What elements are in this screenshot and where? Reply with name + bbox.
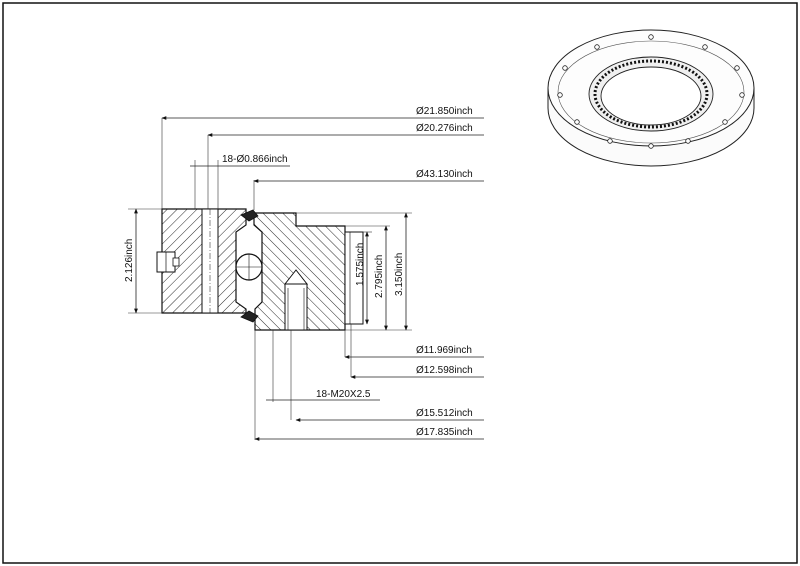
- gear-teeth: [593, 59, 709, 129]
- cross-section: [156, 208, 364, 331]
- dim-h-inner-2: 2.795inch: [374, 255, 385, 298]
- dim-od-inner-ring: Ø17.835inch: [416, 427, 473, 438]
- dim-thread-holes: 18-M20X2.5: [316, 389, 371, 400]
- dim-id-2: Ø12.598inch: [416, 365, 473, 376]
- seal-bottom: [240, 310, 259, 323]
- dim-height-total: 2.126inch: [124, 239, 135, 282]
- dimension-labels: Ø21.850inch Ø20.276inch 18-Ø0.866inch Ø4…: [124, 106, 473, 438]
- dim-id-inner: Ø11.969inch: [416, 345, 472, 356]
- dimension-lines: [128, 116, 484, 441]
- dim-holes-outer: 18-Ø0.866inch: [222, 154, 288, 165]
- seal-top: [240, 209, 259, 222]
- dim-gear-od: Ø43.130inch: [416, 169, 473, 180]
- dim-od-outer: Ø21.850inch: [416, 106, 473, 117]
- ring-3d-view: [547, 29, 755, 167]
- dim-bolt-circle-outer: Ø20.276inch: [416, 123, 473, 134]
- dim-h-inner-3: 3.150inch: [394, 253, 405, 296]
- ring-bolt-holes: [557, 34, 745, 149]
- dim-h-inner-1: 1.575inch: [355, 243, 366, 286]
- dim-bolt-circle-inner: Ø15.512inch: [416, 408, 473, 419]
